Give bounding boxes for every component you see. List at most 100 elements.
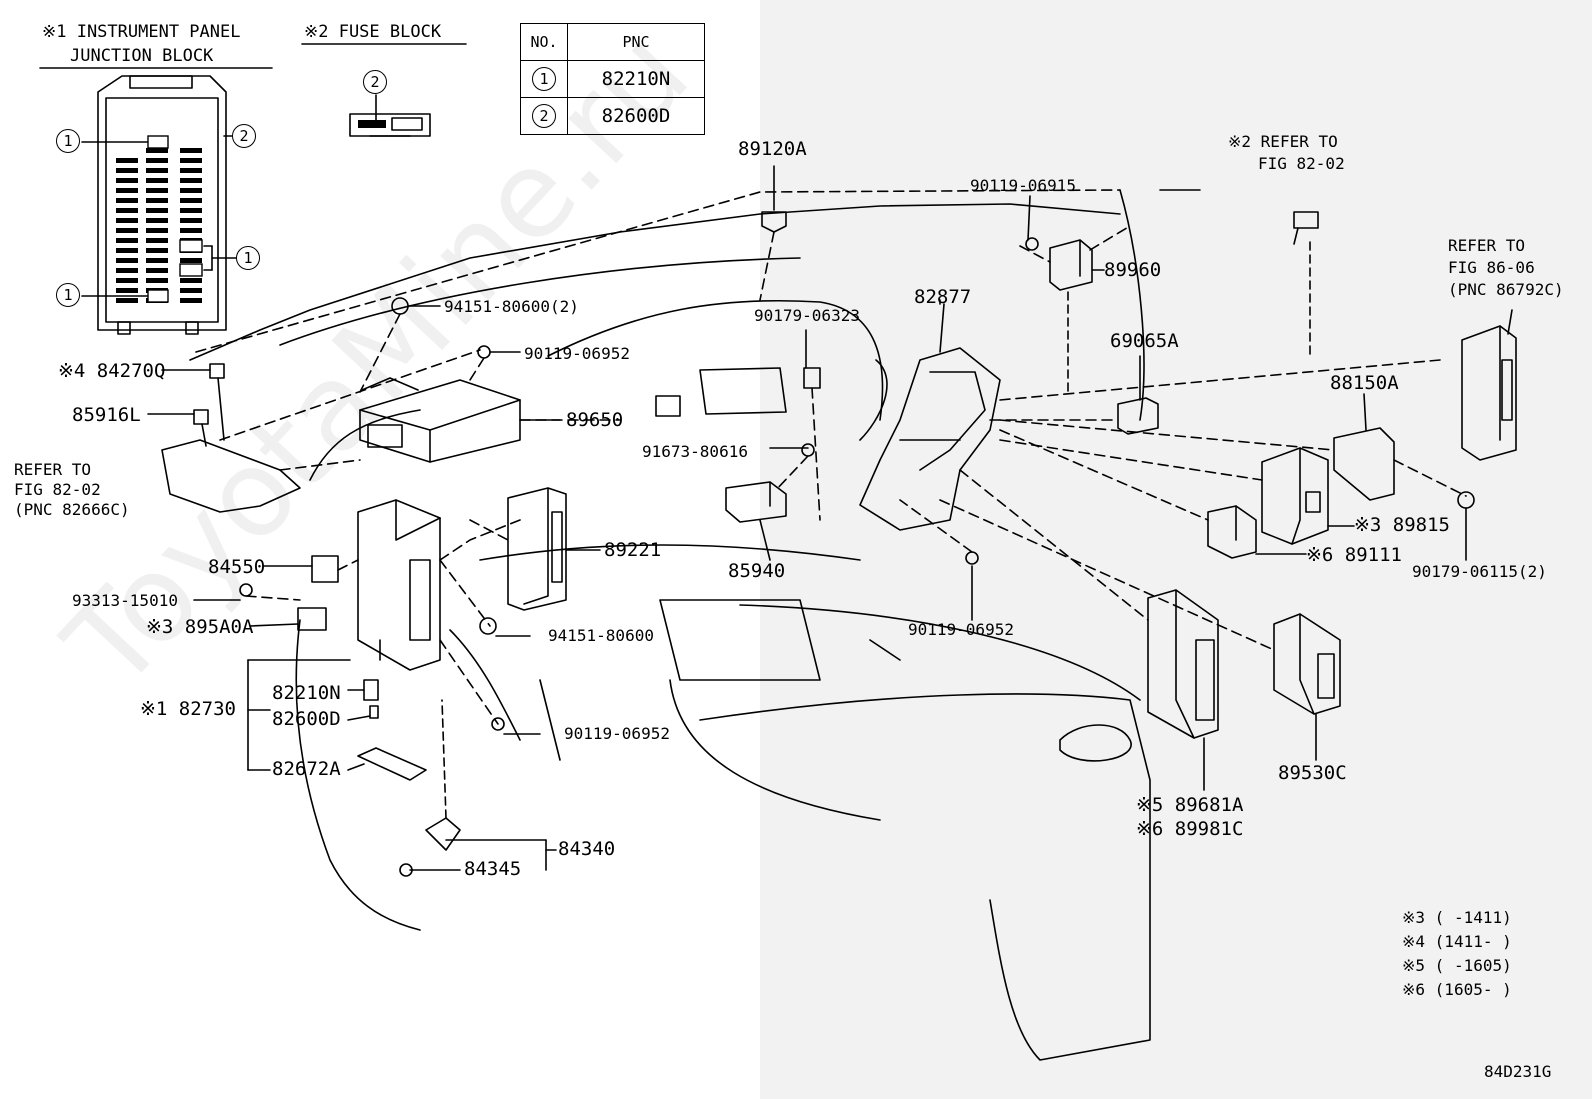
junction-block-drawing: [97, 75, 227, 335]
label-90119-06915: 90119-06915: [970, 176, 1076, 195]
fuse-slot: [116, 258, 138, 263]
junction-82730-drawing: [357, 499, 441, 671]
table-header-no: NO.: [520, 23, 568, 61]
label-89681A: ※5 89681A: [1136, 794, 1244, 816]
label-89960: 89960: [1104, 259, 1162, 281]
note-5: ※5 ( -1605): [1402, 956, 1512, 975]
fuse-slot: [116, 238, 138, 243]
fuse-slot: [116, 168, 138, 173]
fuse-slot: [116, 158, 138, 163]
fuse-slot: [146, 228, 168, 233]
fuse-slot: [180, 288, 202, 293]
table-row: 2 82600D: [520, 97, 705, 135]
fuse-slot: [146, 168, 168, 173]
label-90119-06952: 90119-06952: [908, 620, 1014, 639]
module-89111-drawing: [1207, 505, 1257, 559]
fuse-slot: [180, 218, 202, 223]
module-89960-drawing: [1049, 239, 1093, 393]
label-90119-06952: 90119-06952: [524, 344, 630, 363]
leader-lines: [147, 195, 1467, 871]
table-header-pnc: PNC: [567, 23, 705, 61]
ref-right-line2: FIG 86-06: [1448, 258, 1535, 277]
fuse-slot: [146, 278, 168, 283]
label-90179-06323: 90179-06323: [754, 306, 860, 325]
label-69065A: 69065A: [1110, 330, 1179, 352]
junction-grid: [116, 148, 202, 303]
fuse-slot: [116, 278, 138, 283]
fuse-slot: [116, 228, 138, 233]
bracket-82877-drawing: [859, 303, 1001, 531]
label-90179-06115-2: 90179-06115(2): [1412, 562, 1547, 581]
fuse-slot: [116, 268, 138, 273]
ref-top-line1: ※2 REFER TO: [1228, 132, 1338, 151]
fuse-slot: [180, 148, 202, 153]
label-85916L: 85916L: [72, 404, 141, 426]
label-94151-80600-2: 94151-80600(2): [444, 297, 579, 316]
table-row-pnc: 82210N: [567, 60, 705, 98]
fuse-slot: [116, 178, 138, 183]
fuse-slot: [116, 218, 138, 223]
label-89111: ※6 89111: [1306, 544, 1402, 566]
fuse-slot: [146, 218, 168, 223]
relay-drawing: [297, 555, 339, 631]
fuse-slot: [180, 278, 202, 283]
fuse-slot: [146, 248, 168, 253]
figure-code: 84D231G: [1484, 1062, 1552, 1081]
key-cylinder-drawing: [399, 699, 461, 877]
module-86792C-drawing: [1461, 309, 1517, 461]
table-row: 1 82210N: [520, 60, 705, 98]
fuse-slot: [180, 258, 202, 263]
table-row-pnc: 82600D: [567, 97, 705, 135]
fuse-slot: [146, 148, 168, 153]
callout-1: 1: [236, 246, 260, 270]
sensor-89120A-drawing: [761, 165, 787, 233]
fuse-slot: [180, 168, 202, 173]
label-82210N: 82210N: [272, 682, 341, 704]
module-89815-drawing: [1261, 447, 1329, 545]
ref-right-line3: (PNC 86792C): [1448, 280, 1564, 299]
fuse-slot: [146, 198, 168, 203]
table-row-no: 2: [532, 104, 556, 128]
fuse-slot: [180, 298, 202, 303]
fuse-slot: [180, 188, 202, 193]
fuse-slot: [180, 158, 202, 163]
label-89815: ※3 89815: [1354, 514, 1450, 536]
connector-ref-drawing: [1293, 211, 1319, 357]
note-3: ※3 ( -1411): [1402, 908, 1512, 927]
ipjb-header-line1: ※1 INSTRUMENT PANEL: [42, 22, 241, 42]
label-94151-80600: 94151-80600: [548, 626, 654, 645]
fuse-slot: [146, 208, 168, 213]
label-93313-15010: 93313-15010: [72, 591, 178, 610]
callout-1: 1: [56, 283, 80, 307]
fuse-slot: [146, 178, 168, 183]
callout-2: 2: [232, 124, 256, 148]
pnc-table: NO. PNC 1 82210N 2 82600D: [520, 23, 705, 135]
table-row-no: 1: [532, 67, 556, 91]
dashboard-outline: [189, 189, 1201, 1061]
label-89221: 89221: [604, 539, 662, 561]
fuse-slot: [180, 198, 202, 203]
fuse-slot: [116, 298, 138, 303]
fuse-block-header: ※2 FUSE BLOCK: [304, 22, 442, 42]
label-85940: 85940: [728, 560, 786, 582]
ipjb-header-line2: JUNCTION BLOCK: [70, 46, 214, 66]
ref-top-line2: FIG 82-02: [1258, 154, 1345, 173]
fuse-slot: [116, 288, 138, 293]
assembly-lines: [245, 225, 1467, 725]
label-90119-06952: 90119-06952: [564, 724, 670, 743]
fuse-slot: [116, 248, 138, 253]
ref-left-line3: (PNC 82666C): [14, 500, 130, 519]
fuse-slot: [116, 198, 138, 203]
module-85940-drawing: [725, 481, 787, 561]
fuse-slot: [146, 258, 168, 263]
fuse-slot: [146, 188, 168, 193]
label-82600D: 82600D: [272, 708, 341, 730]
label-84340: 84340: [558, 838, 616, 860]
label-89981C: ※6 89981C: [1136, 818, 1244, 840]
switch-bracket-drawing: [161, 363, 301, 513]
fuse-slot: [180, 178, 202, 183]
ref-right-line1: REFER TO: [1448, 236, 1526, 255]
fuse-slot: [180, 228, 202, 233]
label-895A0A: ※3 895A0A: [146, 616, 254, 638]
